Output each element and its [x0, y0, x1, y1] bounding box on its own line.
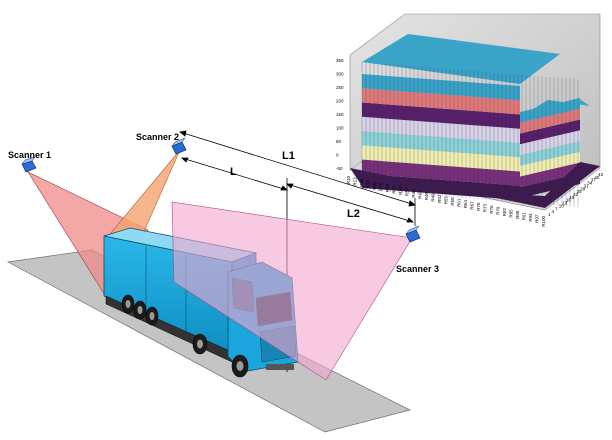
surface-band	[362, 145, 520, 172]
scanner-1-label: Scanner 1	[8, 150, 51, 160]
z-axis-ticks: 350 300 250 200 150 100 50 0 -50	[336, 58, 344, 171]
x-tick-label: R49	[431, 193, 436, 202]
surface-base	[350, 162, 600, 208]
y-tick-label: 4	[552, 209, 555, 214]
y-tick-label: 43	[598, 172, 604, 177]
y-tick-label: 7	[555, 206, 558, 211]
x-tick-label: R52	[437, 194, 442, 203]
x-tick-label: R25	[379, 182, 384, 191]
scanner-2-beam	[109, 149, 181, 237]
surface-mesh	[361, 62, 579, 208]
x-tick-label: R91	[522, 212, 527, 221]
x-tick-label: R37	[405, 188, 410, 197]
x-tick-label: R94	[528, 213, 533, 222]
scanner-2	[171, 137, 187, 155]
z-tick-label: 200	[336, 99, 344, 104]
surface-top-secondary	[528, 98, 590, 112]
x-tick-label: R16	[359, 178, 364, 187]
x-tick-label: R28	[385, 184, 390, 193]
surface-band	[362, 116, 520, 143]
y-tick-label: 37	[591, 178, 597, 183]
y-tick-label: 40	[594, 175, 600, 180]
dimension-l1-label: L1	[282, 150, 295, 162]
x-tick-label: R34	[398, 186, 403, 195]
scanner-1	[21, 156, 37, 173]
surface-band	[362, 88, 520, 115]
x-tick-label: R13	[353, 177, 358, 186]
scanner-3	[405, 225, 421, 243]
x-tick-label: R73	[483, 204, 488, 213]
y-tick-label: 10	[559, 203, 565, 208]
dimension-l-label: L	[230, 166, 237, 178]
x-tick-label: R40	[411, 189, 416, 198]
dimension-lines	[179, 130, 416, 372]
y-tick-label: 31	[584, 183, 590, 188]
x-tick-label: R46	[424, 192, 429, 201]
x-tick-label: R43	[418, 190, 423, 199]
x-tick-label: R85	[509, 209, 514, 218]
x-tick-label: R19	[366, 180, 371, 189]
y-tick-label: 13	[562, 201, 568, 206]
x-tick-label: R88	[515, 210, 520, 219]
surface-bands	[350, 34, 600, 208]
x-tick-label: R61	[457, 198, 462, 207]
z-tick-label: 300	[336, 72, 344, 77]
scanner-2-label: Scanner 2	[136, 132, 179, 142]
x-tick-label: R100	[541, 216, 546, 227]
x-tick-label: R79	[496, 206, 501, 215]
z-tick-label: 150	[336, 112, 344, 117]
scanner-3-beam	[171, 201, 413, 381]
z-tick-label: 100	[336, 126, 344, 131]
z-tick-label: 0	[336, 153, 339, 158]
x-tick-label: R70	[476, 202, 481, 211]
x-tick-label: R67	[470, 201, 475, 210]
z-tick-label: 50	[336, 139, 342, 144]
x-tick-label: R31	[392, 185, 397, 194]
surface-top-main	[362, 34, 560, 84]
x-tick-label: R64	[463, 200, 468, 209]
z-tick-label: 350	[336, 58, 344, 63]
y-tick-label: 34	[587, 181, 593, 186]
x-tick-label: R55	[444, 196, 449, 205]
surface-band	[362, 74, 520, 101]
z-tick-label: 250	[336, 85, 344, 90]
x-tick-label: R76	[489, 205, 494, 214]
dimension-l2-label: L2	[347, 208, 360, 220]
x-tick-label: R22	[372, 181, 377, 190]
z-tick-label: -50	[336, 166, 343, 171]
x-tick-label: R58	[450, 197, 455, 206]
y-tick-label: 16	[566, 198, 572, 203]
y-tick-label: 19	[569, 195, 575, 200]
y-tick-label: 25	[577, 189, 583, 194]
scanner-3-label: Scanner 3	[396, 264, 439, 274]
x-tick-label: R10	[346, 176, 351, 185]
y-tick-label: 1	[548, 212, 551, 217]
y-tick-label: 28	[580, 186, 586, 191]
surface-band	[362, 102, 520, 129]
y-tick-label: 22	[573, 192, 579, 197]
x-tick-label: R82	[502, 208, 507, 217]
x-tick-label: R97	[535, 214, 540, 223]
surface-band	[362, 131, 520, 158]
surface-band	[362, 159, 520, 186]
